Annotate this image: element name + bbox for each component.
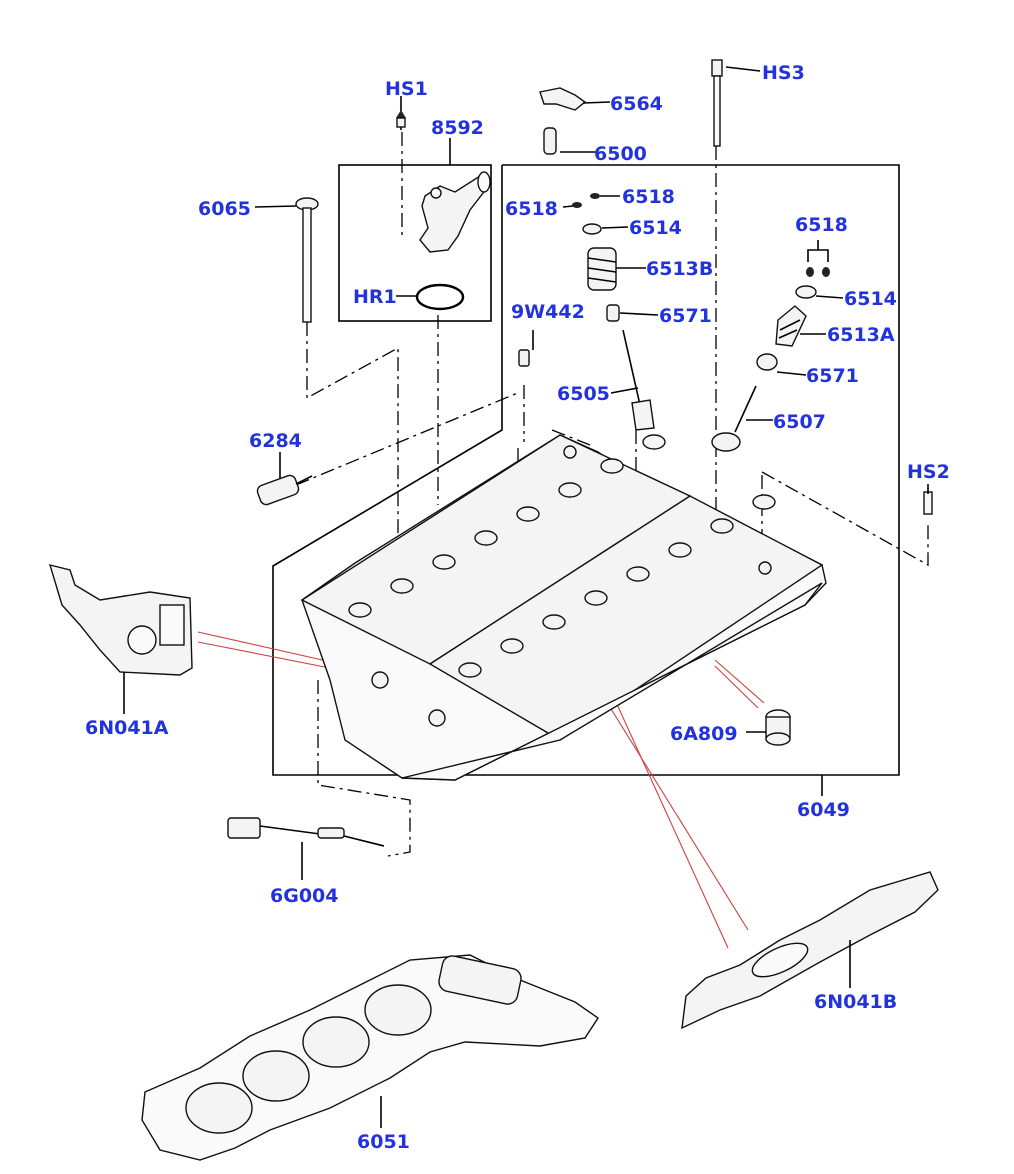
label-6a809: 6A809 (670, 723, 738, 745)
plug-9w442 (518, 349, 530, 367)
heat-shield-6n041a (48, 564, 193, 676)
label-6284: 6284 (249, 430, 302, 452)
label-6514-a: 6514 (629, 217, 682, 239)
cam-bore (432, 554, 456, 570)
label-6507: 6507 (773, 411, 826, 433)
label-6571-a: 6571 (659, 305, 712, 327)
label-8592: 8592 (431, 117, 484, 139)
cam-bore (516, 506, 540, 522)
cam-bore (710, 518, 734, 534)
label-6065: 6065 (198, 198, 251, 220)
cam-bore (600, 458, 624, 474)
label-6513a: 6513A (827, 324, 895, 346)
valve-keepers-6518-left (572, 193, 600, 208)
cam-bore (542, 614, 566, 630)
thermostat-housing-8592 (419, 171, 491, 253)
label-6500: 6500 (594, 143, 647, 165)
valve-keepers-6518-right (806, 267, 830, 277)
dowel-6a809 (765, 709, 791, 746)
label-6051: 6051 (357, 1131, 410, 1153)
bolt-6065 (295, 197, 319, 323)
label-6564: 6564 (610, 93, 663, 115)
cam-bore (474, 530, 498, 546)
label-6518-c: 6518 (795, 214, 848, 236)
label-6513b: 6513B (646, 258, 713, 280)
valve-spring-6513a (775, 305, 807, 347)
cam-bore (626, 566, 650, 582)
callout-labels: HS1 8592 6065 HR1 6564 6500 HS3 6518 651… (85, 62, 950, 1153)
label-9w442: 9W442 (511, 301, 585, 323)
label-6514-b: 6514 (844, 288, 897, 310)
sensor-6284 (256, 474, 313, 506)
head-assembly-box (272, 164, 900, 776)
thermostat-group-box (338, 164, 492, 322)
stem-seal-6571-right (756, 353, 778, 371)
spring-seat-6514-right (795, 285, 817, 299)
cam-bore (668, 542, 692, 558)
label-hs2: HS2 (907, 461, 950, 483)
label-6505: 6505 (557, 383, 610, 405)
cam-bore (500, 638, 524, 654)
exhaust-valve-6507 (711, 385, 757, 452)
o-ring-hr1 (415, 283, 465, 311)
rocker-arm-6564 (539, 87, 587, 111)
valve-spring-6513b (587, 247, 617, 291)
cam-bore (458, 662, 482, 678)
head-gasket-6051 (141, 954, 599, 1161)
label-hr1: HR1 (353, 286, 397, 308)
label-6n041b: 6N041B (814, 991, 897, 1013)
label-6518-b: 6518 (622, 186, 675, 208)
centerlines (295, 132, 929, 857)
cam-bore (752, 494, 776, 510)
label-hs3: HS3 (762, 62, 805, 84)
heat-shield-6n041b (681, 871, 939, 1030)
lash-adjuster-6500 (543, 127, 557, 155)
stud-hs2 (923, 491, 933, 515)
cam-bore (348, 602, 372, 618)
cam-bore (642, 434, 666, 450)
head-bolt-hs3 (711, 59, 723, 147)
label-6049: 6049 (797, 799, 850, 821)
spring-seat-6514-left (582, 223, 602, 235)
intake-valve-6505 (622, 329, 655, 431)
hs1-bolt (396, 110, 406, 130)
label-6g004: 6G004 (270, 885, 338, 907)
label-hs1: HS1 (385, 78, 428, 100)
label-6n041a: 6N041A (85, 717, 169, 739)
stem-seal-6571-left (606, 304, 620, 322)
cam-bore (558, 482, 582, 498)
cylinder-head-6049 (300, 434, 827, 781)
label-6518-a: 6518 (505, 198, 558, 220)
cam-bore (390, 578, 414, 594)
temp-sensor-6g004 (227, 817, 385, 847)
leader-lines (123, 66, 929, 1128)
reference-lines (197, 631, 765, 949)
cam-bore (584, 590, 608, 606)
label-6571-b: 6571 (806, 365, 859, 387)
